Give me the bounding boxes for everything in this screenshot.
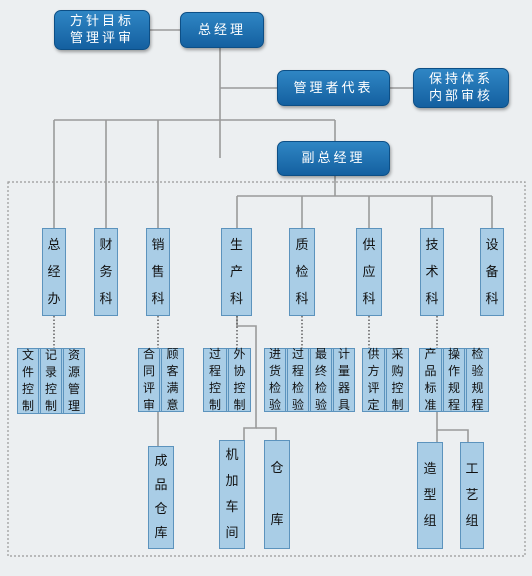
function-process-inspection: 过程 检验 [287,347,309,412]
function-purchase-control: 采购 控制 [386,347,409,412]
dept-technical: 技 术 科 [420,228,444,316]
function-outsourcing-control: 外协 控制 [228,347,251,412]
function-measuring-tools: 计量 器具 [333,347,355,412]
dept-gm-office: 总 经 办 [42,228,66,316]
function-operating-procedure: 操作 规程 [443,347,465,412]
management-representative-node: 管理者代表 [277,70,390,106]
dept-supply: 供 应 科 [356,228,382,316]
dotted-boundary [7,181,526,557]
unit-process-group: 工 艺 组 [460,442,484,549]
function-doc-control: 文件 控制 [17,348,39,414]
dept-sales: 销 售 科 [146,228,170,316]
unit-warehouse: 仓 库 [264,440,290,549]
deputy-general-manager-node: 副总经理 [277,141,390,176]
function-customer-satisfaction: 顾客 满意 [161,347,184,412]
function-final-inspection: 最终 检验 [310,347,332,412]
unit-machining-workshop: 机 加 车 间 [219,440,245,549]
function-contract-review: 合同 评审 [138,347,160,412]
general-manager-node: 总经理 [180,12,264,48]
policy-review-node: 方针目标 管理评审 [54,10,150,50]
unit-modeling-group: 造 型 组 [417,442,443,549]
dept-finance: 财 务 科 [94,228,118,316]
function-resource-mgmt: 资源 管理 [63,348,85,414]
function-process-control: 过程 控制 [203,347,227,412]
function-incoming-inspection: 进货 检验 [264,347,286,412]
internal-audit-node: 保持体系 内部审核 [413,68,509,108]
dept-equipment: 设 备 科 [480,228,504,316]
function-product-standard: 产品 标准 [419,347,442,412]
unit-product-warehouse: 成 品 仓 库 [148,446,174,549]
function-supplier-evaluation: 供方 评定 [362,347,385,412]
connector-warehouse [256,427,277,440]
connector-technical-groups [436,412,469,442]
dept-production: 生 产 科 [221,228,252,316]
function-inspection-procedure: 检验 规程 [466,347,489,412]
function-record-control: 记录 控制 [40,348,62,414]
dept-quality: 质 检 科 [289,228,315,316]
